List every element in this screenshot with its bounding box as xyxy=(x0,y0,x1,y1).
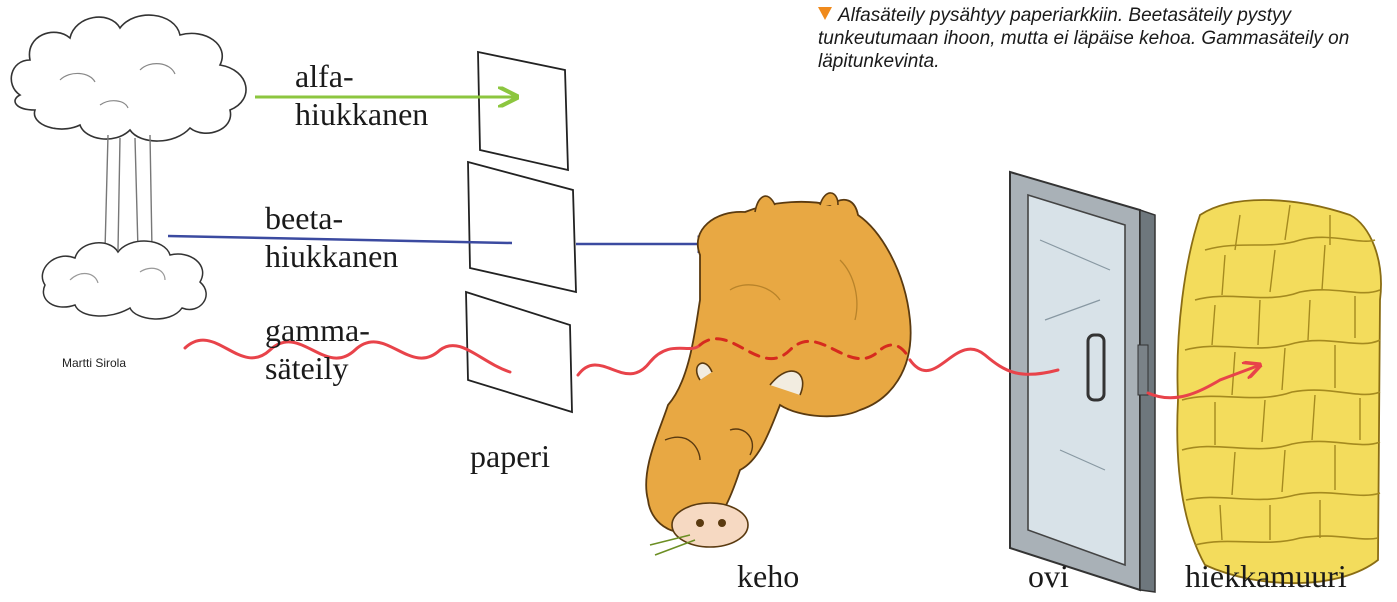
gamma-wave-after-paper xyxy=(578,345,700,375)
triangle-marker-icon xyxy=(818,7,832,20)
label-alpha-line1: alfa- xyxy=(295,58,354,94)
cow-icon xyxy=(646,193,910,555)
label-gamma-line1: gamma- xyxy=(265,312,370,348)
mushroom-cloud-icon xyxy=(11,15,246,319)
label-beta-line2: hiukkanen xyxy=(265,238,398,274)
paper-sheet-alpha xyxy=(478,52,568,170)
label-paper: paperi xyxy=(470,438,550,474)
paper-sheet-gamma xyxy=(466,292,572,412)
label-gamma-line2: säteily xyxy=(265,350,349,386)
paper-sheet-beta xyxy=(468,162,576,292)
label-body: keho xyxy=(737,558,799,594)
label-door: ovi xyxy=(1028,558,1069,594)
figure-caption: Alfasäteily pysähtyy paperiarkkiin. Beet… xyxy=(818,4,1393,73)
door-icon xyxy=(1010,172,1155,592)
caption-text: Alfasäteily pysähtyy paperiarkkiin. Beet… xyxy=(818,5,1349,72)
label-beta-line1: beeta- xyxy=(265,200,343,236)
label-alpha-line2: hiukkanen xyxy=(295,96,428,132)
label-sandwall: hiekkamuuri xyxy=(1185,558,1347,594)
sand-wall-icon xyxy=(1177,200,1381,583)
credit-text: Martti Sirola xyxy=(62,356,126,370)
